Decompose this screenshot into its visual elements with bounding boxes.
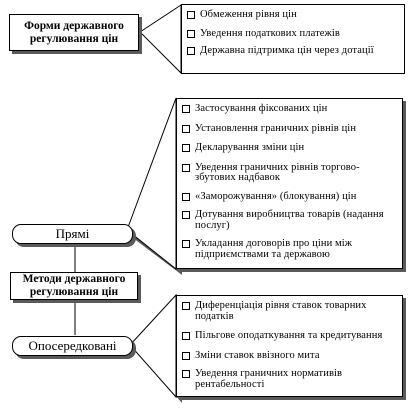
bullet-square-icon: [182, 302, 190, 310]
direct-methods-list: Застосування фіксованих цін Установлення…: [176, 98, 403, 269]
direct-methods-pill: Прямі: [12, 224, 133, 244]
list-item: Уведення граничних нормативів рентабельн…: [182, 368, 398, 390]
methods-title: Методи державного регулювання цін: [22, 273, 126, 298]
list-item: Дотування виробництва товарів (надання п…: [182, 209, 398, 231]
bullet-square-icon: [182, 211, 190, 219]
list-item: Уведення податкових платежів: [187, 28, 400, 40]
bullet-square-icon: [187, 47, 195, 55]
indirect-wedge: [129, 293, 177, 399]
list-item: Застосування фіксованих цін: [182, 103, 398, 115]
list-item: Укладання договорів про ціни між підприє…: [182, 238, 398, 260]
bullet-square-icon: [182, 105, 190, 113]
list-item: Пільгове оподаткування та кредитування: [182, 330, 398, 342]
forms-list: Обмеження рівня цін Уведення податкових …: [181, 4, 405, 74]
forms-title: Форми державного регулювання цін: [24, 19, 124, 45]
bullet-square-icon: [187, 29, 195, 38]
bullet-square-icon: [182, 144, 190, 152]
indirect-methods-pill: Опосередковані: [12, 336, 133, 356]
list-item: Уведення граничних рівнів торгово-збутов…: [182, 162, 398, 184]
methods-title-box: Методи державного регулювання цін: [10, 272, 138, 300]
list-item: Обмеження рівня цін: [187, 9, 400, 21]
bullet-square-icon: [182, 351, 190, 360]
list-item: «Заморожування» (блокування) цін: [182, 191, 398, 203]
bullet-square-icon: [182, 192, 190, 201]
list-item: Диференціація рівня ставок товарних пода…: [182, 300, 398, 322]
direct-wedge: [126, 97, 177, 271]
forms-title-box: Форми державного регулювання цін: [9, 14, 139, 51]
indirect-methods-list: Диференціація рівня ставок товарних пода…: [176, 295, 403, 397]
list-item: Декларування зміни цін: [182, 142, 398, 154]
top-connector: [139, 4, 182, 75]
bullet-square-icon: [182, 370, 190, 378]
bullet-square-icon: [187, 11, 195, 19]
bullet-square-icon: [182, 332, 190, 340]
list-item: Установлення граничних рівнів цін: [182, 123, 398, 135]
bullet-square-icon: [182, 163, 190, 172]
list-item: Державна підтримка цін через дотації: [187, 45, 400, 57]
bullet-square-icon: [182, 124, 190, 133]
list-item: Зміни ставок ввізного мита: [182, 350, 398, 362]
bullet-square-icon: [182, 240, 190, 248]
